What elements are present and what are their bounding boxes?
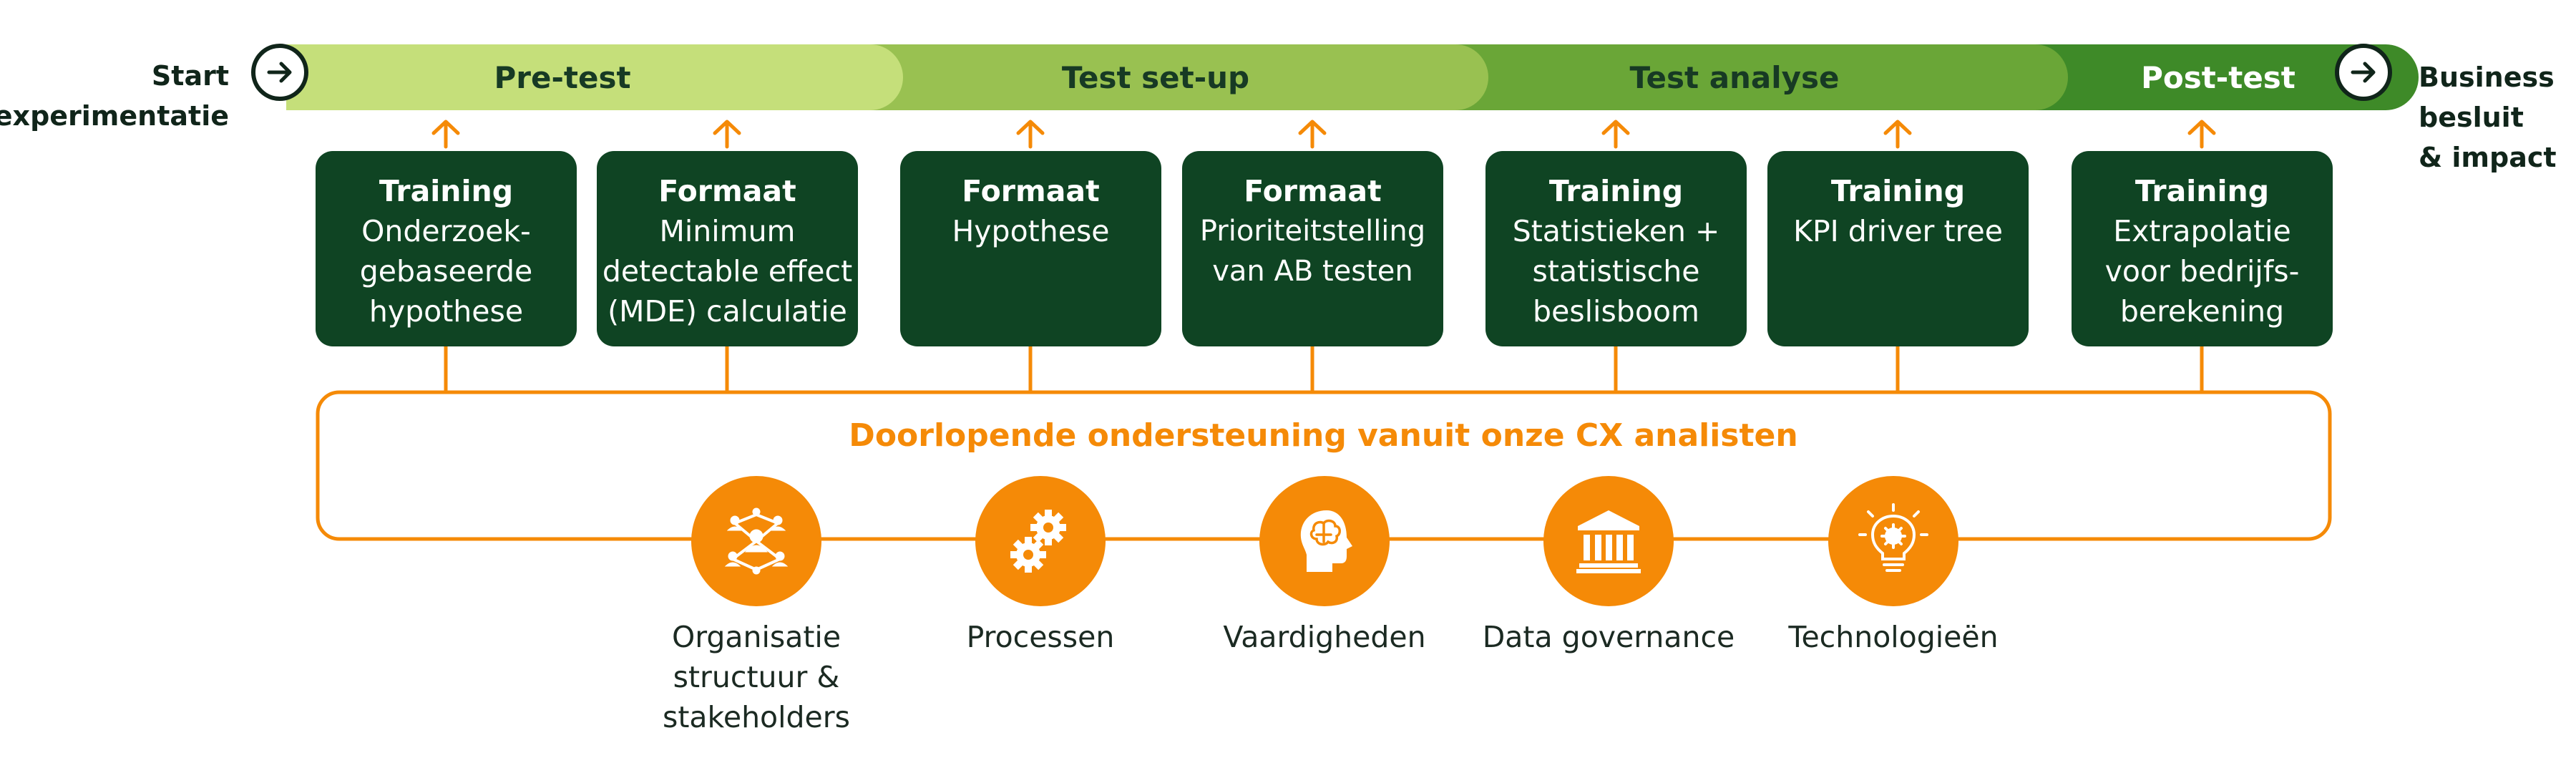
support-item-label: Technologieën (1788, 620, 1999, 654)
card-title: Formaat (658, 174, 796, 208)
phase-test-analyse: Test analyse (1430, 44, 2068, 110)
step-card: Training Statistieken + statistische bes… (1485, 151, 1747, 346)
start-label: Start experimentatie (0, 60, 229, 132)
card-title: Training (1548, 174, 1684, 208)
phase-label: Pre-test (494, 59, 631, 95)
up-arrow-icon (1016, 120, 1045, 149)
up-arrow-icon (1883, 120, 1912, 149)
step-card: Training KPI driver tree (1767, 151, 2029, 346)
phase-label: Post-test (2141, 59, 2296, 95)
up-arrow-icon (713, 120, 741, 149)
card-title: Formaat (1244, 174, 1382, 208)
network-people-icon (691, 476, 821, 606)
phase-label: Test analyse (1629, 59, 1840, 95)
phase-test-set-up: Test set-up (844, 44, 1488, 110)
card-description: Extrapolatie voor bedrijfs- berekening (2104, 214, 2300, 329)
support-item-label: Vaardigheden (1223, 620, 1426, 654)
card-title: Training (2135, 174, 2270, 208)
card-description: Prioriteitstelling van AB testen (1199, 215, 1426, 288)
lightbulb-gear-icon (1828, 476, 1958, 606)
up-arrow-icon (431, 120, 460, 149)
gears-icon (975, 476, 1106, 606)
end-label: Business besluit & impact (2419, 62, 2557, 173)
up-arrow-icon (1601, 120, 1630, 149)
up-arrow-icon (2187, 120, 2216, 149)
card-title: Formaat (962, 174, 1100, 208)
step-card: Training Onderzoek- gebaseerde hypothese (316, 151, 577, 346)
support-item-label: Data governance (1482, 620, 1735, 654)
end-arrow-icon (2335, 44, 2392, 101)
support-item-label: Organisatie structuur & stakeholders (663, 620, 850, 734)
card-description: KPI driver tree (1793, 214, 2003, 248)
card-description: Hypothese (952, 214, 1110, 248)
card-description: Minimum detectable effect (MDE) calculat… (602, 214, 853, 329)
support-item-label: Processen (966, 620, 1115, 654)
card-description: Onderzoek- gebaseerde hypothese (359, 214, 533, 329)
card-description: Statistieken + statistische beslisboom (1512, 214, 1720, 329)
phase-label: Test set-up (1061, 59, 1250, 95)
card-title: Training (1830, 174, 1966, 208)
institution-building-icon (1543, 476, 1674, 606)
brain-head-icon (1259, 476, 1390, 606)
phase-pre-test: Pre-test (286, 44, 903, 110)
support-title: Doorlopende ondersteuning vanuit onze CX… (849, 417, 1798, 454)
up-arrow-icon (1298, 120, 1327, 149)
step-card: Formaat Hypothese (900, 151, 1161, 346)
step-card: Training Extrapolatie voor bedrijfs- ber… (2072, 151, 2333, 346)
card-title: Training (379, 174, 514, 208)
step-card: Formaat Minimum detectable effect (MDE) … (597, 151, 858, 346)
start-arrow-icon (251, 44, 308, 101)
step-card: Formaat Prioriteitstelling van AB testen (1182, 151, 1443, 346)
